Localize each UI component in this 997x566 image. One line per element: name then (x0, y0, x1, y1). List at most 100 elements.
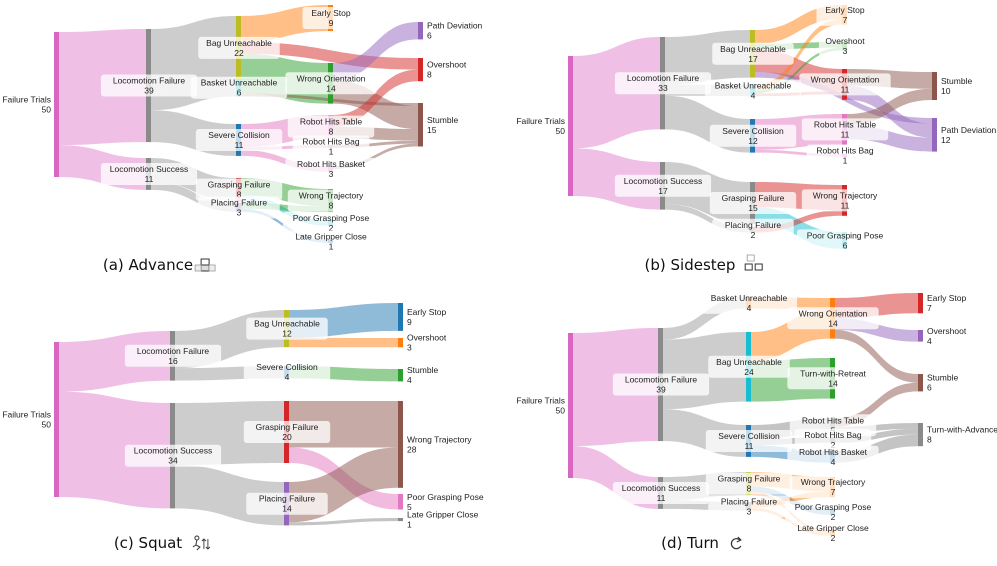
node-label: Severe Collision (722, 126, 784, 136)
node-label-bg (195, 128, 283, 151)
node-label-bg (287, 115, 375, 138)
node-label-bg (100, 162, 198, 185)
node-value: 20 (282, 432, 292, 442)
node-label: Severe Collision (208, 130, 270, 140)
node-bar-os (398, 338, 403, 348)
node-label: Bag Unreachable (716, 357, 782, 367)
node-value: 24 (744, 367, 754, 377)
node-bar-ft (54, 32, 59, 177)
node-label: Wrong Orientation (811, 74, 880, 84)
node-label-bg (705, 429, 793, 452)
node-bar-ta (918, 423, 923, 447)
node-label-bg (614, 72, 712, 95)
node-label-bg (708, 355, 790, 378)
flow-link (755, 47, 842, 94)
node-label: Robot Hits Table (814, 119, 876, 129)
node-label-bg (614, 174, 712, 197)
node-label: Early Stop (927, 293, 966, 303)
node-label: Path Deviation (427, 21, 483, 31)
node-label: Poor Grasping Pose (293, 213, 370, 223)
node-value: 39 (656, 385, 666, 395)
node-label: Grasping Failure (208, 180, 271, 190)
node-value: 6 (927, 383, 932, 393)
node-label-bg (195, 178, 283, 201)
node-label-bg (612, 481, 710, 504)
node-label: Failure Trials (2, 410, 51, 420)
node-label: Robot Hits Bag (804, 430, 861, 440)
node-label-bg (124, 444, 222, 467)
node-label: Turn-with-Retreat (800, 368, 866, 378)
node-value: 50 (556, 406, 566, 416)
flow-link (755, 19, 842, 91)
node-label: Placing Failure (725, 220, 781, 230)
node-label: Poor Grasping Pose (795, 502, 872, 512)
flow-link (289, 518, 398, 526)
node-label-bg (712, 218, 794, 241)
node-label-bg (243, 361, 331, 384)
node-value: 1 (407, 520, 412, 530)
node-value: 6 (237, 88, 242, 98)
node-label: Late Gripper Close (407, 510, 479, 520)
node-label-bg (292, 135, 370, 158)
node-label-bg (243, 421, 331, 443)
node-value: 11 (841, 84, 850, 94)
node-label: Early Stop (407, 307, 446, 317)
node-label: Wrong Trajectory (801, 477, 866, 487)
node-value: 6 (843, 240, 848, 250)
node-label: Placing Failure (211, 197, 267, 207)
node-value: 14 (282, 504, 292, 514)
node-label-bg (787, 367, 879, 390)
node-bar-pg (398, 494, 403, 510)
node-value: 50 (556, 126, 566, 136)
node-value: 39 (144, 86, 154, 96)
node-value: 1 (329, 147, 334, 157)
node-value: 8 (329, 127, 334, 137)
node-bar-pd (418, 22, 423, 40)
panel-caption: (c) Squat (114, 534, 182, 552)
node-value: 8 (329, 201, 334, 211)
node-value: 3 (237, 207, 242, 217)
node-value: 10 (941, 86, 951, 96)
node-value: 12 (941, 135, 951, 145)
node-label: Basket Unreachable (711, 293, 788, 303)
node-label: Turn-with-Advance (927, 425, 997, 435)
node-value: 14 (326, 83, 336, 93)
node-label: Early Stop (825, 5, 864, 15)
node-label: Bag Unreachable (206, 38, 272, 48)
node-label: Robot Hits Table (802, 415, 864, 425)
node-value: 1 (843, 156, 848, 166)
node-label: Severe Collision (718, 431, 780, 441)
node-value: 6 (427, 31, 432, 41)
node-label: Basket Unreachable (201, 78, 278, 88)
node-value: 2 (831, 512, 836, 522)
node-label-bg (198, 196, 280, 219)
node-value: 11 (145, 174, 154, 184)
node-label: Wrong Trajectory (407, 434, 472, 444)
node-label: Wrong Orientation (799, 308, 868, 318)
node-value: 14 (828, 378, 838, 388)
node-label: Grasping Failure (718, 474, 781, 484)
node-label: Locomotion Success (624, 176, 702, 186)
node-label-bg (709, 124, 797, 147)
node-value: 11 (657, 493, 666, 503)
node-value: 12 (748, 136, 758, 146)
node-bar-st (932, 72, 937, 100)
node-label-bg (801, 189, 889, 212)
node-value: 9 (407, 317, 412, 327)
node-label: Failure Trials (2, 95, 51, 105)
node-label-bg (198, 36, 280, 59)
node-bar-os (918, 330, 923, 342)
node-label-bg (784, 500, 882, 523)
node-label: Locomotion Failure (113, 76, 186, 86)
node-label-bg (100, 74, 198, 97)
node-label-bg (709, 192, 797, 214)
node-value: 15 (427, 125, 437, 135)
node-label: Stumble (407, 365, 438, 375)
node-label-bg (708, 495, 790, 518)
node-value: 3 (329, 169, 334, 179)
node-value: 2 (831, 440, 836, 450)
node-value: 3 (407, 343, 412, 353)
node-value: 8 (927, 435, 932, 445)
node-value: 34 (168, 456, 178, 466)
